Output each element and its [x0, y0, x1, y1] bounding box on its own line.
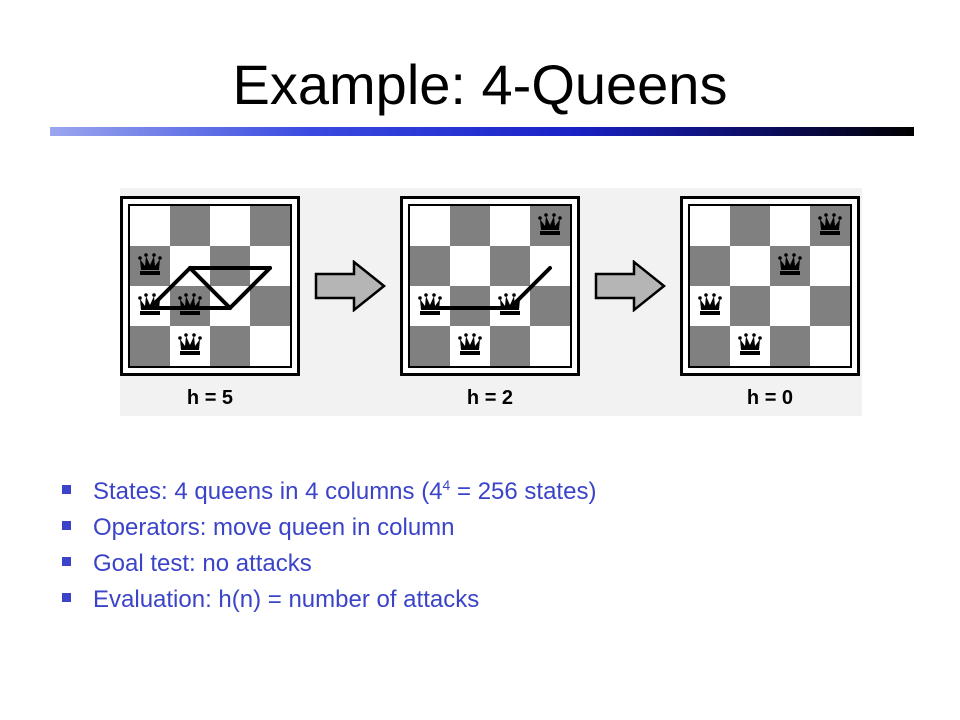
board-square — [490, 246, 530, 286]
board-square — [450, 246, 490, 286]
board-square — [690, 326, 730, 366]
board-square — [490, 326, 530, 366]
diagram-panel: h = 5 h = 2 h = 0 — [120, 188, 862, 416]
attack-line — [508, 266, 552, 310]
board-3-grid — [690, 206, 850, 366]
queen-icon — [538, 213, 562, 235]
board-square — [490, 206, 530, 246]
board-1-label: h = 5 — [186, 387, 234, 409]
board-square — [690, 206, 730, 246]
board-square — [210, 326, 250, 366]
bullet-states: States: 4 queens in 4 columns (44 = 256 … — [62, 474, 596, 510]
board-square — [250, 326, 290, 366]
bullet-list: States: 4 queens in 4 columns (44 = 256 … — [62, 474, 596, 618]
board-square — [170, 206, 210, 246]
queen-icon — [818, 213, 842, 235]
board-square — [450, 206, 490, 246]
board-square — [250, 206, 290, 246]
board-square — [810, 326, 850, 366]
board-square — [210, 206, 250, 246]
board-square — [770, 206, 810, 246]
queen-icon — [178, 333, 202, 355]
queen-icon — [698, 293, 722, 315]
square-bullet-icon — [62, 521, 71, 531]
board-square — [410, 206, 450, 246]
bullet-evaluation: Evaluation: h(n) = number of attacks — [62, 582, 596, 618]
queen-icon — [738, 333, 762, 355]
board-square — [730, 246, 770, 286]
board-square — [810, 246, 850, 286]
queen-icon — [458, 333, 482, 355]
bullet-goal-test: Goal test: no attacks — [62, 546, 596, 582]
board-square — [730, 206, 770, 246]
queen-icon — [498, 293, 522, 315]
bullet-operators: Operators: move queen in column — [62, 510, 596, 546]
board-square — [130, 206, 170, 246]
board-1-grid — [130, 206, 290, 366]
attack-line — [148, 266, 192, 310]
slide-title: Example: 4-Queens — [232, 53, 728, 116]
board-1 — [120, 196, 300, 376]
board-square — [730, 286, 770, 326]
title-rule — [50, 127, 914, 136]
board-square — [130, 326, 170, 366]
board-square — [810, 286, 850, 326]
queen-icon — [138, 293, 162, 315]
attack-line — [188, 266, 232, 310]
board-square — [690, 246, 730, 286]
square-bullet-icon — [62, 557, 71, 567]
queen-icon — [138, 253, 162, 275]
right-arrow-icon — [314, 260, 386, 312]
board-square — [530, 286, 570, 326]
board-3-label: h = 0 — [746, 387, 794, 409]
board-square — [770, 326, 810, 366]
board-square — [410, 246, 450, 286]
board-square — [770, 286, 810, 326]
board-square — [250, 286, 290, 326]
board-2 — [400, 196, 580, 376]
square-bullet-icon — [62, 593, 71, 603]
board-3 — [680, 196, 860, 376]
queen-icon — [178, 293, 202, 315]
attack-line — [228, 266, 272, 310]
square-bullet-icon — [62, 485, 71, 495]
board-square — [410, 326, 450, 366]
queen-icon — [778, 253, 802, 275]
board-2-grid — [410, 206, 570, 366]
board-square — [530, 326, 570, 366]
board-2-label: h = 2 — [466, 387, 514, 409]
right-arrow-icon — [594, 260, 666, 312]
queen-icon — [418, 293, 442, 315]
